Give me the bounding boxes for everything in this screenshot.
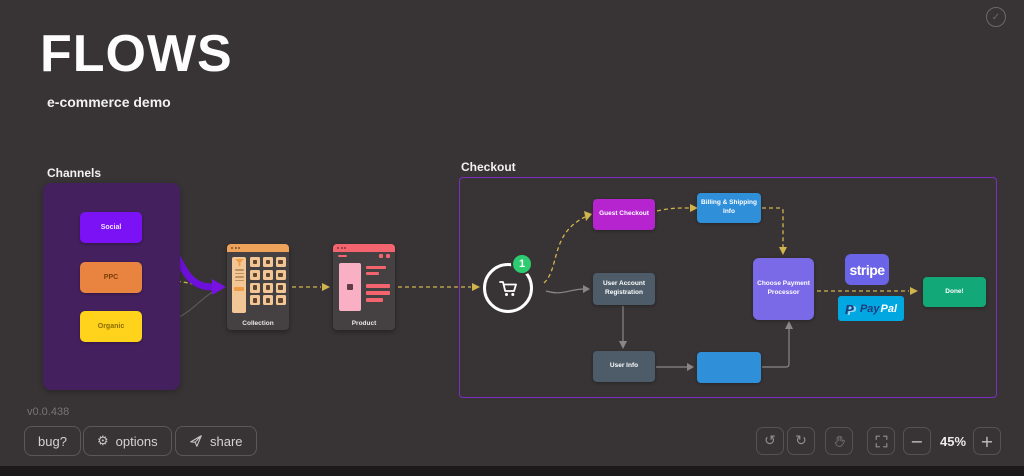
node-cart[interactable]: 1: [483, 253, 533, 313]
minus-icon: −: [910, 431, 924, 451]
node-collection[interactable]: Collection: [227, 244, 289, 330]
send-icon: [190, 435, 202, 447]
channels-container[interactable]: Social PPC Organic: [43, 183, 180, 390]
check-circle-icon: ✓: [991, 11, 1001, 23]
browser-bar: [333, 244, 395, 252]
saved-status-button[interactable]: ✓: [986, 7, 1006, 27]
arrowhead-collection: [212, 279, 226, 295]
node-done[interactable]: Done!: [923, 277, 986, 307]
pan-button[interactable]: [825, 427, 853, 455]
version-label: v0.0.438: [27, 406, 70, 418]
node-billing-shipping-bottom[interactable]: [697, 352, 761, 383]
flow-subtitle: e-commerce demo: [47, 94, 171, 110]
node-user-info[interactable]: User Info: [593, 351, 655, 382]
node-product[interactable]: Product: [333, 244, 395, 330]
shopping-cart-icon: [499, 281, 517, 296]
bug-button[interactable]: bug?: [24, 426, 81, 456]
node-guest-checkout[interactable]: Guest Checkout: [593, 199, 655, 230]
node-user-account-registration[interactable]: User Account Registration: [593, 273, 655, 305]
node-organic[interactable]: Organic: [80, 311, 142, 342]
browser-bar: [227, 244, 289, 252]
collection-label: Collection: [242, 320, 274, 327]
product-image-placeholder: [339, 263, 361, 311]
redo-button[interactable]: ↻: [787, 427, 815, 455]
plus-icon: +: [980, 431, 994, 451]
paypal-logo[interactable]: P P Pay Pal: [838, 296, 904, 321]
paypal-monogram-icon: P P: [844, 301, 857, 319]
gear-icon: ⚙: [97, 433, 109, 448]
redo-icon: ↻: [795, 433, 807, 449]
node-choose-payment-processor[interactable]: Choose Payment Processor: [753, 258, 814, 320]
product-grid: [250, 257, 286, 306]
share-button[interactable]: share: [175, 426, 257, 456]
channels-group-label: Channels: [47, 166, 102, 180]
undo-icon: ↺: [764, 433, 776, 449]
bottom-edge-strip: [0, 466, 1024, 476]
fit-view-button[interactable]: [867, 427, 895, 455]
zoom-level: 45%: [939, 433, 967, 449]
filter-sidebar: [232, 257, 246, 313]
options-button[interactable]: ⚙ options: [83, 426, 172, 456]
stripe-logo[interactable]: stripe: [845, 254, 889, 285]
node-ppc[interactable]: PPC: [80, 262, 142, 293]
hand-icon: [834, 435, 845, 447]
fullscreen-icon: [875, 435, 887, 447]
product-label: Product: [351, 320, 377, 327]
node-billing-shipping-top[interactable]: Billing & Shipping Info: [697, 193, 761, 223]
zoom-out-button[interactable]: −: [903, 427, 931, 455]
checkout-container[interactable]: [459, 177, 997, 398]
zoom-in-button[interactable]: +: [973, 427, 1001, 455]
app-title: FLOWS: [40, 25, 233, 83]
node-social[interactable]: Social: [80, 212, 142, 243]
checkout-group-label: Checkout: [461, 160, 516, 174]
undo-button[interactable]: ↺: [756, 427, 784, 455]
cart-count-badge: 1: [511, 253, 533, 275]
funnel-icon: [234, 259, 244, 267]
